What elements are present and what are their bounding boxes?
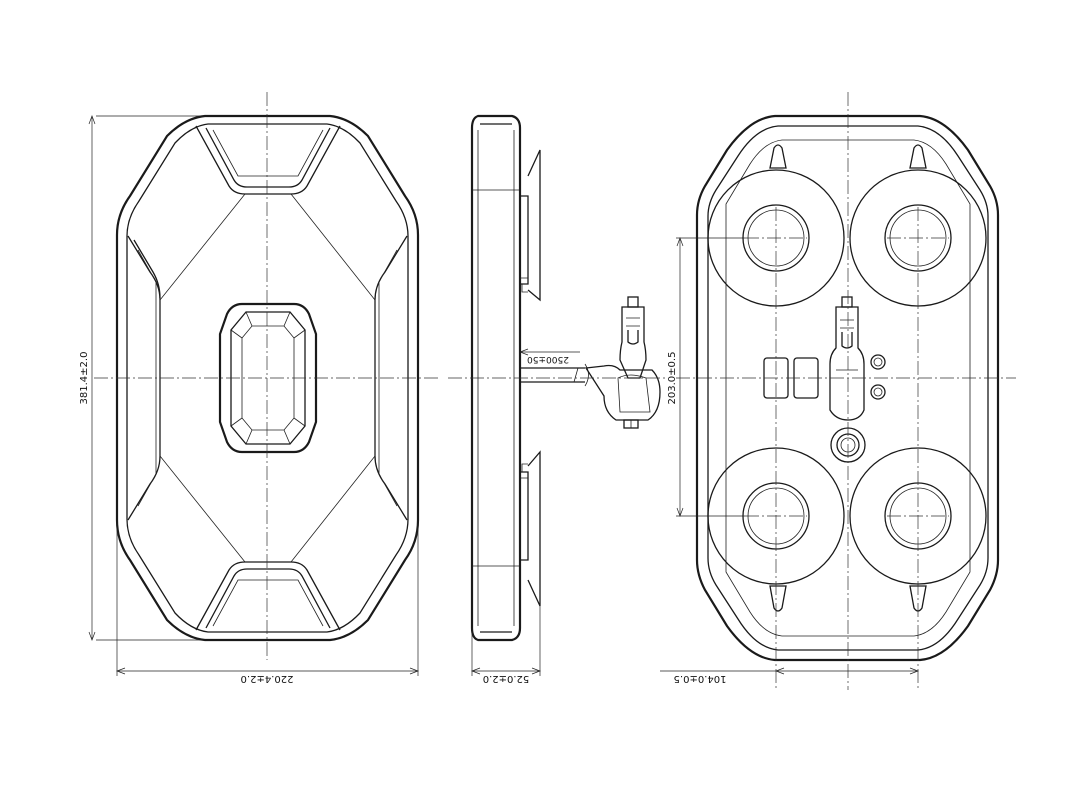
side-view — [448, 114, 668, 642]
width-dimension-label: 220.4±2.0 — [241, 673, 294, 684]
front-view — [94, 92, 440, 660]
cup-horizontal-dimension-label: 104.0±0.5 — [674, 673, 727, 684]
dimension-lines — [88, 115, 919, 676]
height-dimension-label: 381.4±2.0 — [79, 352, 90, 405]
cup-vertical-dimension-label: 203.0±0.5 — [667, 352, 678, 405]
bottom-view — [676, 92, 1016, 690]
depth-dimension-label: 52.0±2.0 — [483, 673, 530, 684]
cable-dimension-label: 2500±50 — [527, 354, 569, 364]
bottom-plug — [829, 296, 865, 421]
cigarette-plug — [584, 296, 661, 429]
